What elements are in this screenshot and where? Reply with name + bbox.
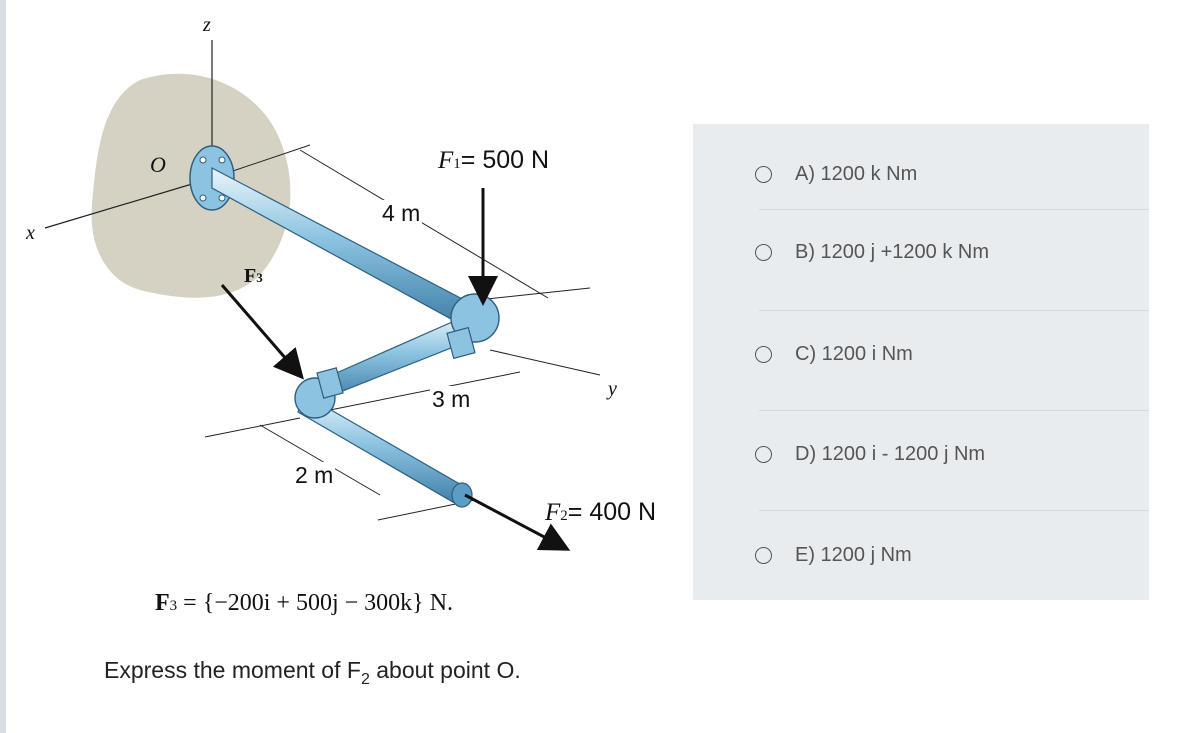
left-edge-stripe [0, 0, 6, 733]
option-d-label: D) 1200 i - 1200 j Nm [795, 442, 986, 465]
force-f3-arrow [220, 284, 304, 380]
option-a-label: A) 1200 k Nm [795, 162, 918, 185]
radio-icon[interactable] [755, 345, 772, 363]
pipe-end [451, 482, 473, 508]
option-e[interactable]: E) 1200 j Nm [693, 505, 1149, 605]
option-b[interactable]: B) 1200 j +1200 k Nm [693, 202, 1149, 302]
option-divider [759, 310, 1149, 311]
y-axis-label: y [608, 378, 617, 400]
x-axis-label: x [26, 222, 35, 244]
force-f2-label: F2= 400 N [545, 498, 657, 526]
radio-icon[interactable] [755, 243, 772, 261]
z-axis-label: z [203, 14, 211, 36]
force-f2-arrow [464, 493, 571, 551]
option-divider [759, 209, 1149, 210]
question-text: Express the moment of F2 about point O. [104, 657, 521, 688]
radio-icon[interactable] [755, 445, 772, 463]
x-axis [44, 177, 213, 229]
dimension-2m: 2 m [293, 462, 336, 489]
origin-label: O [150, 152, 166, 177]
option-divider [759, 410, 1149, 411]
option-c[interactable]: C) 1200 i Nm [693, 304, 1149, 404]
option-d[interactable]: D) 1200 i - 1200 j Nm [693, 404, 1149, 504]
option-a[interactable]: A) 1200 k Nm [693, 124, 1149, 224]
dimension-3m: 3 m [430, 386, 473, 413]
answer-options-panel: A) 1200 k Nm B) 1200 j +1200 k Nm C) 120… [693, 124, 1149, 600]
radio-icon[interactable] [755, 546, 772, 564]
option-e-label: E) 1200 j Nm [795, 543, 912, 566]
option-divider [759, 510, 1149, 511]
f3-equation: F3 = {−200i + 500j − 300k} N. [155, 590, 454, 616]
radio-icon[interactable] [755, 165, 772, 183]
option-c-label: C) 1200 i Nm [795, 342, 913, 365]
dimension-4m: 4 m [380, 200, 423, 227]
force-f1-label: F1= 500 N [438, 146, 550, 174]
option-b-label: B) 1200 j +1200 k Nm [795, 240, 989, 263]
force-f3-label: F3 [244, 265, 263, 287]
pipe-force-diagram [44, 40, 601, 551]
